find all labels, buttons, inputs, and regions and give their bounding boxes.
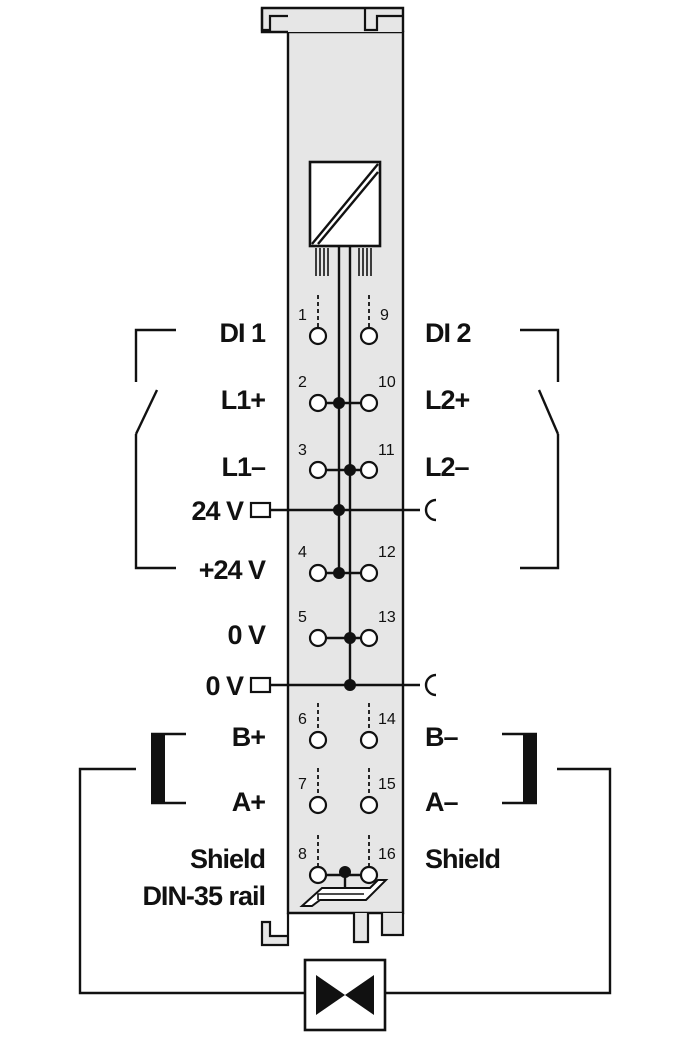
terminal-number: 4 bbox=[298, 544, 307, 561]
terminal-9 bbox=[359, 326, 379, 346]
terminal-number: 13 bbox=[378, 609, 396, 626]
terminal-8 bbox=[308, 865, 328, 885]
left-sensor-bracket bbox=[134, 328, 176, 570]
label-l1-minus: L1– bbox=[221, 452, 266, 482]
left-bus-bracket bbox=[78, 732, 305, 995]
terminal-number: 12 bbox=[378, 544, 396, 561]
terminal-number: 1 bbox=[298, 307, 307, 324]
terminal-16 bbox=[359, 865, 379, 885]
terminal-6 bbox=[308, 730, 328, 750]
terminal-12 bbox=[359, 563, 379, 583]
terminal-number: 8 bbox=[298, 846, 307, 863]
right-bus-bracket bbox=[385, 732, 612, 995]
label-0v: 0 V bbox=[227, 620, 266, 650]
label-shield-right: Shield bbox=[425, 844, 500, 874]
converter-symbol bbox=[308, 160, 382, 276]
socket-0v-icon bbox=[424, 673, 437, 697]
terminal-13 bbox=[359, 628, 379, 648]
plug-24v-icon bbox=[249, 501, 272, 519]
terminal-number: 5 bbox=[298, 609, 307, 626]
label-a-minus: A– bbox=[425, 787, 458, 817]
terminal-10 bbox=[359, 393, 379, 413]
terminal-number: 16 bbox=[378, 846, 396, 863]
plug-0v-icon bbox=[249, 676, 272, 694]
terminal-number: 10 bbox=[378, 374, 396, 391]
terminal-2 bbox=[308, 393, 328, 413]
label-24v-input: 24 V bbox=[191, 496, 244, 526]
din-rail-icon bbox=[299, 879, 389, 907]
label-b-minus: B– bbox=[425, 722, 458, 752]
terminal-15 bbox=[359, 795, 379, 815]
terminal-7 bbox=[308, 795, 328, 815]
terminal-4 bbox=[308, 563, 328, 583]
socket-24v-icon bbox=[424, 498, 437, 522]
label-plus-24v: +24 V bbox=[199, 555, 266, 585]
module-housing bbox=[260, 6, 405, 947]
label-l2-plus: L2+ bbox=[425, 385, 470, 415]
label-l1-plus: L1+ bbox=[221, 385, 266, 415]
terminal-number: 11 bbox=[378, 442, 395, 459]
terminal-3 bbox=[308, 460, 328, 480]
terminal-14 bbox=[359, 730, 379, 750]
junction-dots bbox=[333, 397, 356, 878]
bus-device-icon bbox=[303, 958, 387, 1032]
terminal-leads bbox=[317, 295, 370, 866]
terminal-number: 2 bbox=[298, 374, 307, 391]
label-di1: DI 1 bbox=[219, 318, 266, 348]
label-l2-minus: L2– bbox=[425, 452, 470, 482]
terminal-1 bbox=[308, 326, 328, 346]
terminal-number: 6 bbox=[298, 711, 307, 728]
terminal-5 bbox=[308, 628, 328, 648]
label-shield-left: Shield bbox=[190, 844, 265, 874]
right-sensor-bracket bbox=[520, 328, 560, 570]
terminal-number: 9 bbox=[380, 307, 389, 324]
supply-connectors bbox=[249, 498, 437, 697]
terminal-number: 3 bbox=[298, 442, 307, 459]
terminal-number: 15 bbox=[378, 776, 396, 793]
label-a-plus: A+ bbox=[232, 787, 265, 817]
label-di2: DI 2 bbox=[425, 318, 471, 348]
terminal-number: 14 bbox=[378, 711, 396, 728]
label-din-rail: DIN-35 rail bbox=[142, 881, 265, 911]
label-0v-input: 0 V bbox=[205, 671, 244, 701]
terminal-11 bbox=[359, 460, 379, 480]
labels: DI 1 DI 2 L1+ L2+ L1– L2– 24 V +24 V 0 V… bbox=[142, 318, 501, 911]
terminal-numbers: 1 9 2 10 3 11 4 12 5 13 6 14 7 15 8 16 bbox=[298, 307, 396, 863]
terminal-number: 7 bbox=[298, 776, 307, 793]
terminals bbox=[308, 326, 379, 885]
label-b-plus: B+ bbox=[232, 722, 265, 752]
